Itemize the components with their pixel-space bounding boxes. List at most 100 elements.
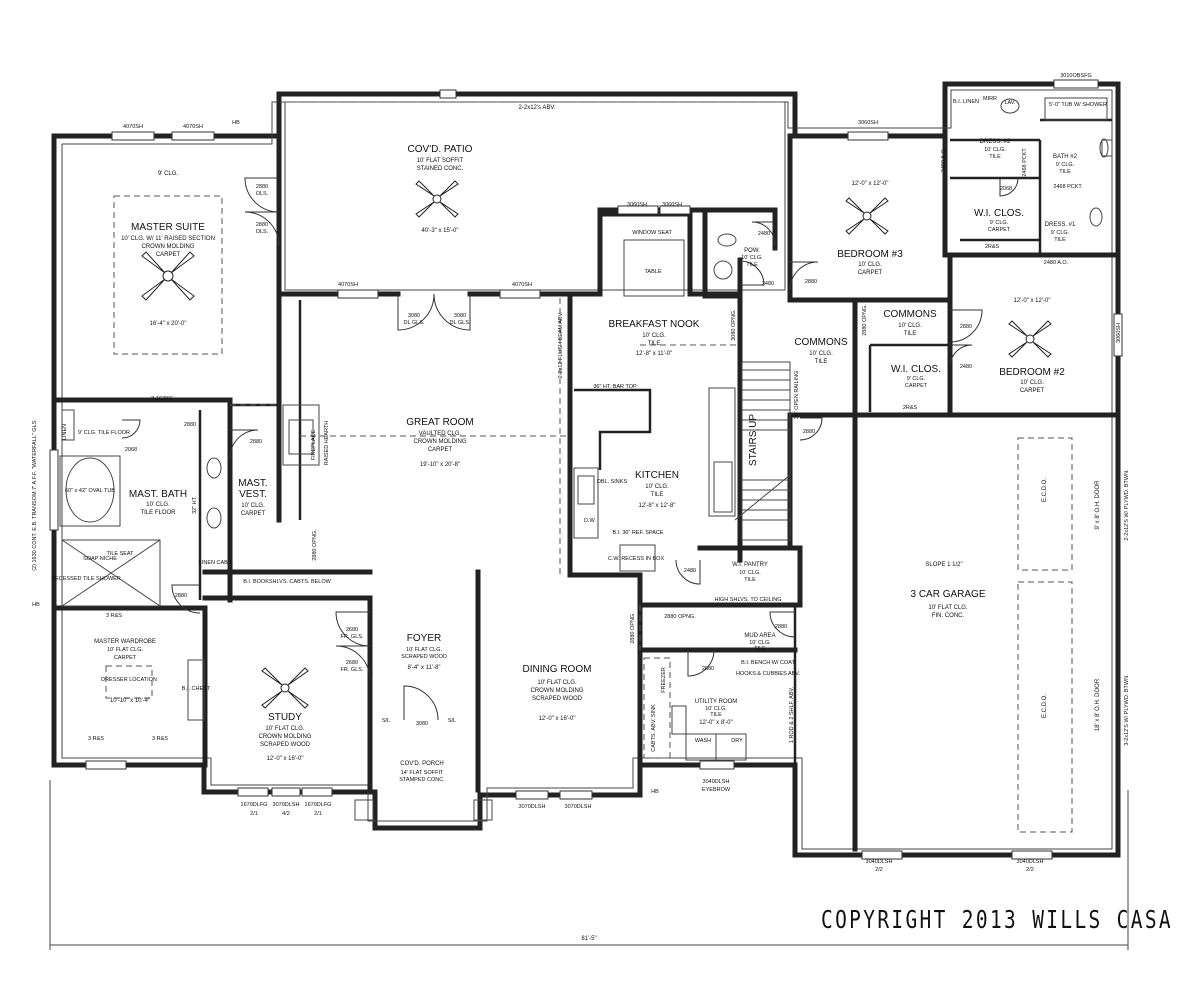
dress2-floor: TILE [989, 154, 1001, 160]
door-code: 2880 [803, 429, 815, 435]
great-room-trim: CROWN MOLDING [414, 439, 467, 445]
utility-name: UTILITY ROOM [695, 699, 738, 705]
door-note: FR. GLS. [341, 667, 364, 673]
fireplace-label: FIREPLACE [311, 429, 317, 460]
window-qty: 2/2 [875, 867, 883, 873]
master-suite-ceiling: 10' CLG. W/ 11' RAISED SECTION [121, 236, 215, 242]
cw-recess-label: C.W. RECESS IN BOX [608, 556, 665, 562]
eyebrow-label: EYEBROW [702, 787, 731, 793]
window-code: 3070DLSH [565, 804, 592, 810]
lav-label: LAV. [1004, 100, 1015, 106]
window-code: 3040DLSH [703, 779, 730, 785]
patio-ceiling: 10' FLAT SOFFIT [417, 158, 464, 164]
nook-name: BREAKFAST NOOK [609, 319, 700, 330]
door-code: 2680 [346, 660, 358, 666]
bi-chest-label: B.I. CHEST [182, 686, 211, 692]
door-note: DL GLS. [404, 320, 425, 326]
bath2-floor: TILE [1059, 169, 1071, 175]
window-qty: 2/1 [250, 811, 258, 817]
door-note: DL GLS. [450, 320, 471, 326]
door-code: 2480 A.O. [1044, 260, 1069, 266]
dw-label: D.W. [584, 518, 596, 524]
nook-size: 12'-8" x 11'-0" [636, 351, 672, 357]
linen-cabt-label: LINEN CAB'T. [199, 560, 234, 566]
patio-name: COV'D. PATIO [408, 144, 473, 155]
door-pow-2 [751, 221, 776, 247]
porch-ceiling: 14' FLAT SOFFIT [401, 770, 444, 776]
door-great-2 [433, 293, 471, 331]
bed2-ceiling: 10' CLG. [1020, 380, 1044, 386]
rod-shelf: 2R&S [985, 244, 1000, 250]
rod-shelf: 2R&S [903, 405, 918, 411]
study-name: STUDY [268, 712, 302, 723]
garage-floor: FIN. CONC. [932, 613, 965, 619]
study-ceiling: 10' FLAT CLG. [265, 726, 305, 732]
window-study-1 [237, 787, 269, 797]
window-code: 4070SH [338, 282, 358, 288]
window-study-2 [271, 787, 301, 797]
door-utility [687, 649, 715, 677]
cabts-sink-label: CABTS. ABV. SINK [651, 704, 657, 752]
ecdo-b: E.C.D.O. [1042, 694, 1048, 718]
wiclos-a-floor: CARPET [988, 227, 1011, 233]
door-code: 2480 [762, 281, 774, 287]
window-wardrobe [85, 760, 127, 770]
wc-label: 9' CLG. TILE FLOOR [78, 430, 130, 436]
bookshelves-label: B.I. BOOKSHLVS. CABTS. BELOW [243, 579, 331, 585]
door-code: 2480 [758, 231, 770, 237]
utility-floor: TILE [710, 712, 722, 718]
bed3-size: 12'-0" x 12'-0" [852, 181, 889, 187]
door-code: 2068 [125, 447, 137, 453]
plumbing-fixtures [59, 97, 1113, 761]
master-suite-name: MASTER SUITE [131, 222, 205, 233]
wardrobe-name: MASTER WARDROBE [94, 639, 156, 645]
room-labels: 9' CLG. MASTER SUITE 10' CLG. W/ 11' RAI… [51, 102, 1107, 793]
window-code: 3060SH [662, 202, 682, 208]
mast-bath-ceiling: 10' CLG. [146, 502, 170, 508]
wiclos-b-ceiling: 9' CLG. [907, 376, 926, 382]
wash-label: WASH [695, 738, 711, 744]
patio-size: 40'-3" x 15'-0" [422, 228, 459, 234]
window-great-2 [499, 289, 541, 299]
door-note: S/L [448, 718, 456, 724]
master-suite-floor: CARPET [156, 252, 181, 258]
nook-floor: TILE [648, 341, 661, 347]
stairs-up-label: STAIRS UP [748, 414, 759, 466]
dresser-label: DRESSER LOCATION [101, 677, 157, 683]
door-code: 2480 [684, 568, 696, 574]
window-code: 4070SH [183, 124, 203, 130]
wiclos-a-ceiling: 9' CLG. [990, 220, 1009, 226]
window-garage-1 [861, 850, 903, 860]
opng-b-label: 3080 OPNG. [731, 309, 737, 341]
door-foyer [403, 685, 439, 721]
door-code: 2480 [960, 364, 972, 370]
door-code: 2068 [1000, 186, 1012, 192]
dress2-name: DRESS. #2 [980, 139, 1011, 145]
kitchen-size: 12'-8" x 12'-8" [639, 503, 676, 509]
study-size: 12'-0" x 16'-0" [267, 756, 304, 762]
bed3-name: BEDROOM #3 [837, 249, 903, 260]
window-note: 2-1630'S [151, 396, 173, 402]
transom-note: (2) 1630 CONT. E.B. TRANSOM 7' A.F.F. "W… [32, 419, 38, 571]
bath2-ceiling: 9' CLG. [1056, 162, 1075, 168]
ao-a-label: 2480 A.O. [941, 147, 947, 172]
window-code: 4070SH [512, 282, 532, 288]
opng-a-label: 2880 OPNG. [312, 529, 318, 561]
dry-label: DRY [731, 738, 743, 744]
exterior-walls [51, 81, 1121, 858]
bed2-name: BEDROOM #2 [999, 367, 1065, 378]
window-code: 1670DLFG [305, 802, 332, 808]
window-bed2 [1113, 313, 1123, 357]
window-garage-2 [1011, 850, 1053, 860]
window-seat-label: WINDOW SEAT [632, 230, 672, 236]
dining-floor: SCRAPED WOOD [532, 696, 583, 702]
door-pow [739, 260, 765, 286]
patio-floor: STAINED CONC. [417, 166, 464, 172]
garage-name: 3 CAR GARAGE [910, 589, 985, 600]
hose-bib: HB [32, 602, 40, 608]
window-study-3 [301, 787, 333, 797]
door-closet-a [999, 177, 1019, 197]
window-master-2 [171, 131, 215, 141]
window-code: 3070DLSH [519, 804, 546, 810]
kitchen-ceiling: 10' CLG. [645, 484, 669, 490]
